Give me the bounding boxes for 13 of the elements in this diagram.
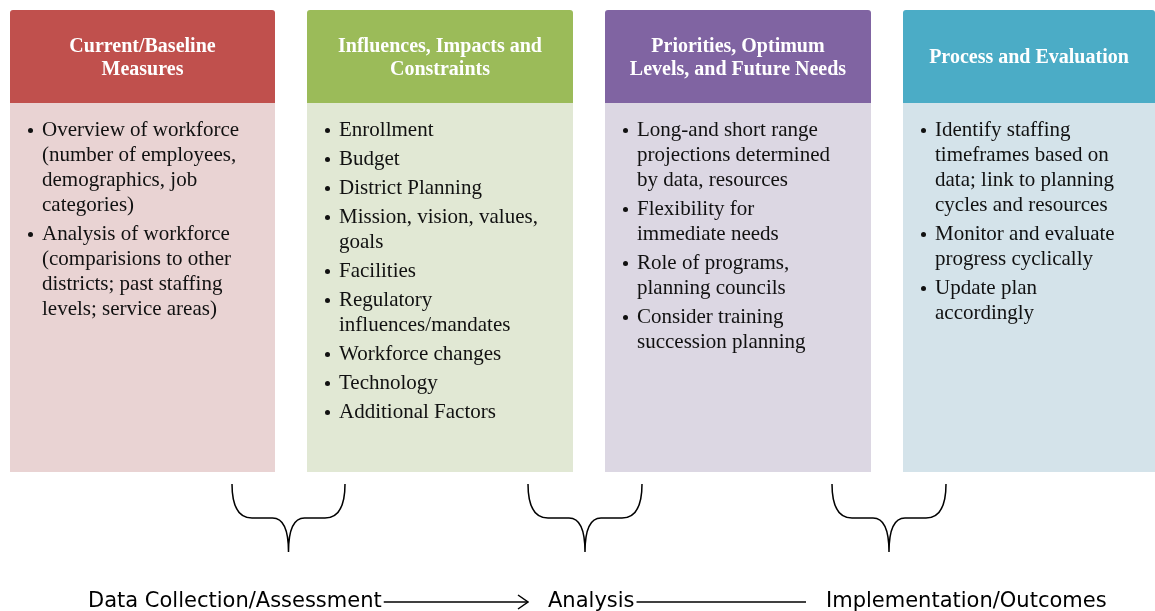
column-header: Current/Baseline Measures bbox=[10, 10, 275, 103]
column-header: Process and Evaluation bbox=[903, 10, 1155, 103]
column-panel bbox=[605, 103, 871, 472]
column-panel bbox=[903, 103, 1155, 472]
stage-label: Data Collection/Assessment bbox=[88, 588, 382, 611]
connector-line bbox=[635, 601, 807, 603]
arrow bbox=[383, 594, 529, 610]
column-panel bbox=[10, 103, 275, 472]
column-header: Influences, Impacts and Constraints bbox=[307, 10, 573, 103]
stage-label: Analysis bbox=[548, 588, 635, 611]
column-header: Priorities, Optimum Levels, and Future Needs bbox=[605, 10, 871, 103]
stage-label: Implementation/Outcomes bbox=[826, 588, 1107, 611]
column-panel bbox=[307, 103, 573, 472]
